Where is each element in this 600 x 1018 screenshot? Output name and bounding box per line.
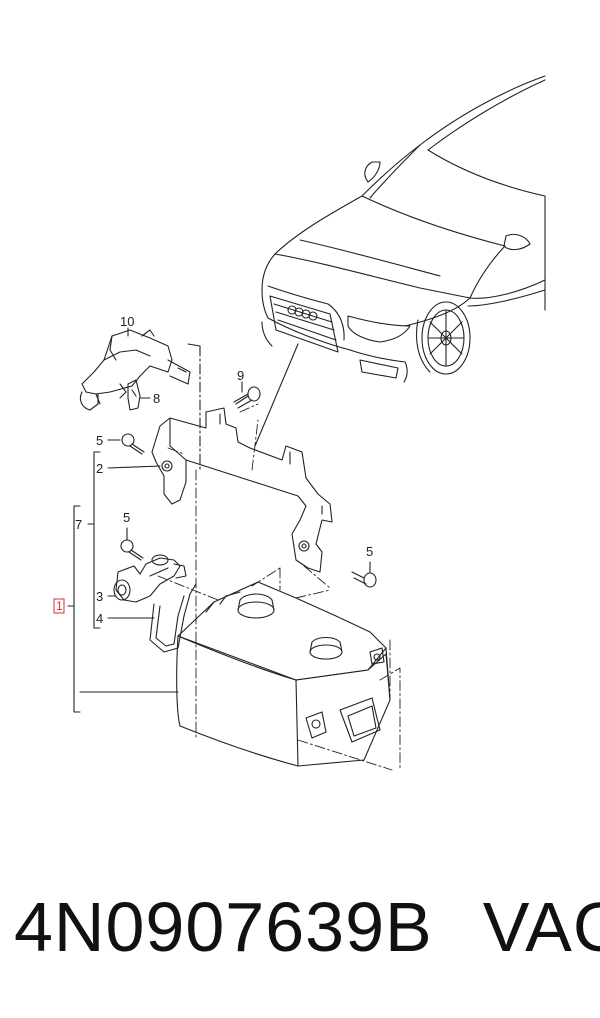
callout-1-highlight-box [53, 598, 65, 614]
callout-3: 3 [96, 589, 103, 604]
screw-part-5-middle [120, 539, 144, 561]
callout-9: 9 [237, 368, 244, 383]
vehicle-outline [261, 75, 546, 383]
part-number-caption: 4N0907639BVAG [14, 892, 600, 962]
screw-part-5-top [121, 433, 145, 455]
brand-name: VAG [482, 888, 600, 966]
callout-4: 4 [96, 611, 103, 626]
adjuster-part-3 [113, 554, 187, 603]
clip-part-8 [127, 379, 141, 411]
radar-sensor-unit [176, 581, 391, 767]
construction-lines [157, 403, 401, 771]
callout-7: 7 [75, 517, 82, 532]
bracket-part-10 [79, 329, 191, 411]
screw-part-5-right [351, 571, 377, 588]
callout-8: 8 [153, 391, 160, 406]
callout-5-right: 5 [366, 544, 373, 559]
callout-5-middle: 5 [123, 510, 130, 525]
screw-part-9 [233, 386, 261, 409]
callout-leaders [67, 327, 371, 713]
part-number: 4N0907639B [14, 888, 433, 966]
callout-5-top: 5 [96, 433, 103, 448]
callout-2: 2 [96, 461, 103, 476]
clip-part-4 [149, 583, 197, 653]
callout-10: 10 [120, 314, 134, 329]
callout-labels: 10 8 9 5 2 7 5 5 3 4 1 [53, 314, 373, 626]
mounting-bracket-part-2 [151, 407, 333, 573]
leader-line-car [254, 343, 299, 447]
callout-1: 1 [56, 599, 63, 613]
